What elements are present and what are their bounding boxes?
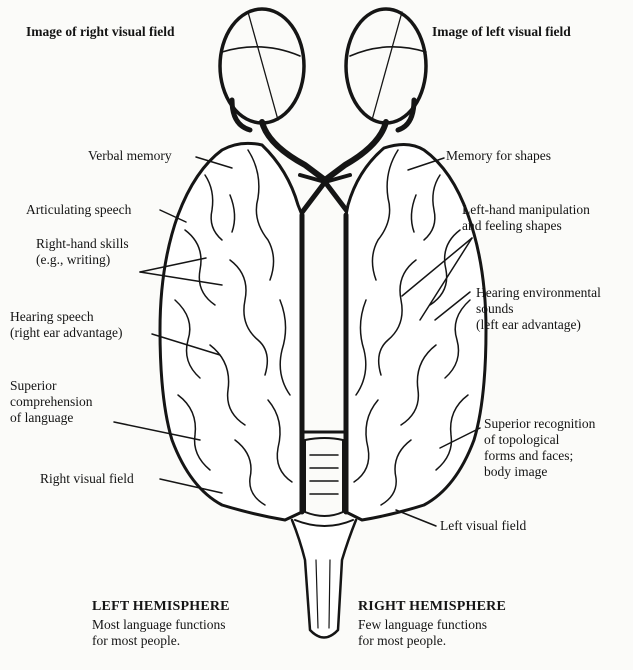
right-hemisphere-title: RIGHT HEMISPHERE: [358, 599, 506, 615]
label-left-hand-manipulation: Left-hand manipulation and feeling shape…: [462, 202, 590, 234]
label-verbal-memory: Verbal memory: [88, 148, 172, 164]
label-right-visual-field: Right visual field: [40, 471, 134, 487]
label-memory-for-shapes: Memory for shapes: [446, 148, 551, 164]
right-hemisphere: [346, 144, 486, 520]
left-hemisphere-desc: Most language functions for most people.: [92, 617, 225, 649]
label-right-hand-skills: Right-hand skills (e.g., writing): [36, 236, 129, 268]
label-image-right-visual-field: Image of right visual field: [26, 24, 175, 40]
brainstem: [292, 215, 356, 638]
label-articulating-speech: Articulating speech: [26, 202, 131, 218]
right-hemisphere-desc: Few language functions for most people.: [358, 617, 487, 649]
left-eye-icon: [346, 9, 426, 130]
label-hearing-environmental: Hearing environmental sounds (left ear a…: [476, 285, 601, 333]
label-left-visual-field: Left visual field: [440, 518, 526, 534]
label-superior-comprehension: Superior comprehension of language: [10, 378, 92, 426]
right-eye-icon: [220, 9, 304, 130]
left-hemisphere-title: LEFT HEMISPHERE: [92, 599, 230, 615]
label-superior-recognition: Superior recognition of topological form…: [484, 416, 595, 480]
label-hearing-speech: Hearing speech (right ear advantage): [10, 309, 122, 341]
left-hemisphere: [160, 143, 302, 520]
label-image-left-visual-field: Image of left visual field: [432, 24, 571, 40]
